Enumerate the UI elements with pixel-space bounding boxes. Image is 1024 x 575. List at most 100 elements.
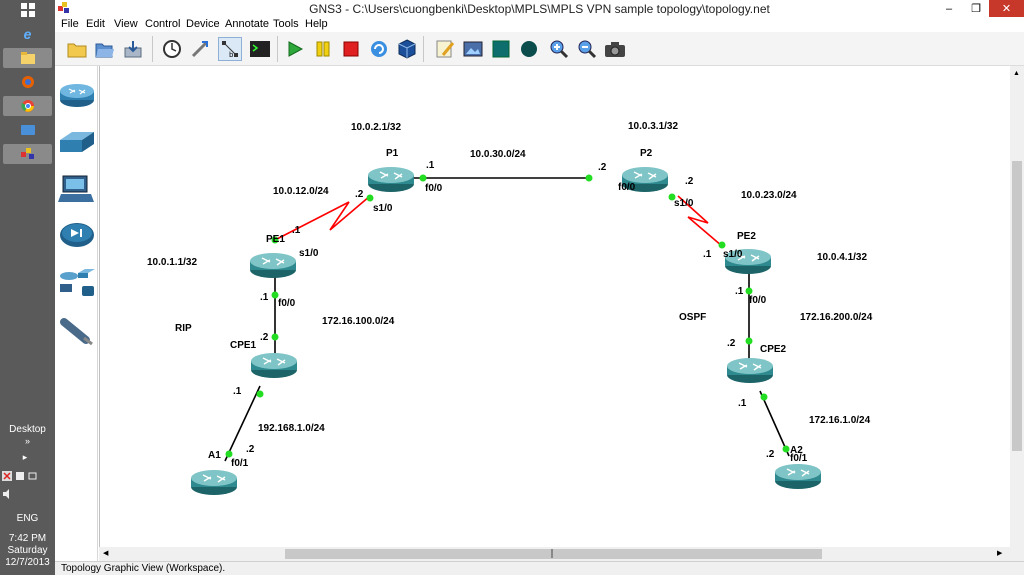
firefox-icon[interactable] xyxy=(3,72,52,92)
gns3-taskbar-icon[interactable] xyxy=(3,144,52,164)
router-cpe2[interactable] xyxy=(725,355,775,385)
start-all-icon[interactable] xyxy=(283,37,307,61)
lang-indicator[interactable]: ENG xyxy=(16,513,39,524)
gns3-window: GNS3 - C:\Users\cuongbenki\Desktop\MPLS\… xyxy=(55,0,1024,575)
label-p2-loopback: 10.0.3.1/32 xyxy=(628,121,679,132)
add-note-icon[interactable] xyxy=(433,37,457,61)
scroll-left-icon[interactable]: ◀ xyxy=(103,550,109,557)
scroll-grip-icon xyxy=(551,549,553,558)
label-pe1-s-dot: .1 xyxy=(292,225,301,236)
label-pe1-p1-network: 10.0.12.0/24 xyxy=(273,186,329,197)
device-name-cpe2: CPE2 xyxy=(760,344,787,355)
keyboard-icon[interactable] xyxy=(3,120,52,140)
console-icon[interactable] xyxy=(248,37,272,61)
security-device-icon[interactable] xyxy=(58,220,96,250)
snapshot-icon[interactable] xyxy=(160,37,184,61)
menu-help[interactable]: Help xyxy=(305,18,328,30)
switch-device-icon[interactable] xyxy=(58,128,96,158)
label-a1-f01: f0/1 xyxy=(231,458,249,469)
suspend-all-icon[interactable] xyxy=(311,37,335,61)
label-cpe1-dot: .2 xyxy=(260,332,269,343)
virtualbox-icon[interactable] xyxy=(395,37,419,61)
label-p2-pe2-network: 10.0.23.0/24 xyxy=(741,190,797,201)
router-p2[interactable] xyxy=(620,164,670,194)
label-pe1-f00: f0/0 xyxy=(278,298,296,309)
label-pe2-cpe2-network: 172.16.200.0/24 xyxy=(800,312,873,323)
vertical-scrollbar[interactable]: ▲ xyxy=(1010,66,1024,561)
horizontal-scrollbar[interactable]: ◀ ▶ xyxy=(99,547,1010,561)
volume-icon[interactable] xyxy=(2,489,12,502)
router-a2[interactable] xyxy=(773,461,823,491)
label-pe2-s-dot: .1 xyxy=(703,249,712,260)
show-interface-labels-icon[interactable]: b xyxy=(218,37,242,61)
svg-text:b: b xyxy=(229,51,234,59)
new-project-icon[interactable] xyxy=(65,37,89,61)
clock-day: Saturday xyxy=(7,545,48,556)
label-p2-f00: f0/0 xyxy=(618,182,636,193)
router-cpe1[interactable] xyxy=(249,350,299,380)
vertical-scroll-thumb[interactable] xyxy=(1012,161,1022,451)
zoom-in-icon[interactable] xyxy=(547,37,571,61)
menu-tools[interactable]: Tools xyxy=(273,18,299,30)
device-name-pe2: PE2 xyxy=(737,231,756,242)
label-pe1-f-dot: .1 xyxy=(260,292,269,303)
flag-icon xyxy=(16,472,24,480)
menu-device[interactable]: Device xyxy=(186,18,220,30)
windows-taskbar: e Desktop » ▸ ENG 7:42 PM Saturday 12/7/… xyxy=(0,0,55,575)
start-icon[interactable] xyxy=(3,0,52,20)
label-a1-dot: .2 xyxy=(246,444,255,455)
tray-arrow-icon[interactable]: ▸ xyxy=(22,452,28,462)
label-p2-s-dot: .2 xyxy=(685,176,694,187)
app-icon[interactable] xyxy=(58,2,70,17)
cloud-device-icon[interactable] xyxy=(58,316,96,346)
menu-view[interactable]: View xyxy=(114,18,138,30)
draw-ellipse-icon[interactable] xyxy=(517,37,541,61)
zoom-out-icon[interactable] xyxy=(575,37,599,61)
minimize-button[interactable]: – xyxy=(945,2,953,15)
window-title: GNS3 - C:\Users\cuongbenki\Desktop\MPLS\… xyxy=(309,2,770,16)
battery-icon xyxy=(28,472,37,480)
label-pe1-loopback: 10.0.1.1/32 xyxy=(147,257,198,268)
host-device-icon[interactable] xyxy=(58,174,96,204)
insert-picture-icon[interactable] xyxy=(461,37,485,61)
desktop-chevron-icon[interactable]: » xyxy=(24,436,30,446)
clock-date: 12/7/2013 xyxy=(5,557,50,568)
all-devices-icon[interactable] xyxy=(58,268,96,298)
menu-file[interactable]: File xyxy=(61,18,79,30)
router-pe1[interactable] xyxy=(248,250,298,280)
stop-all-icon[interactable] xyxy=(339,37,363,61)
router-pe2[interactable] xyxy=(723,246,773,276)
ie-icon[interactable]: e xyxy=(23,26,32,42)
save-project-icon[interactable] xyxy=(121,37,145,61)
topology-workspace[interactable]: P1 P2 PE1 PE2 CPE1 CPE2 A1 A2 10.0.2.1/3… xyxy=(99,66,1024,561)
scroll-up-icon[interactable]: ▲ xyxy=(1013,70,1020,77)
label-p2-s10: s1/0 xyxy=(674,198,694,209)
device-name-pe1: PE1 xyxy=(266,234,285,245)
label-ospf: OSPF xyxy=(679,312,707,323)
clock-time[interactable]: 7:42 PM xyxy=(8,533,47,544)
router-p1[interactable] xyxy=(366,164,416,194)
status-text: Topology Graphic View (Workspace). xyxy=(61,563,226,574)
label-a2-f01: f0/1 xyxy=(790,453,808,464)
router-device-icon[interactable] xyxy=(58,80,96,110)
open-project-icon[interactable] xyxy=(93,37,117,61)
menu-edit[interactable]: Edit xyxy=(86,18,105,30)
label-cpe2-a2-network: 172.16.1.0/24 xyxy=(809,415,871,426)
chrome-icon[interactable] xyxy=(3,96,52,116)
maximize-button[interactable]: ❐ xyxy=(971,3,981,15)
close-button[interactable]: ✕ xyxy=(989,0,1024,17)
draw-rectangle-icon[interactable] xyxy=(489,37,513,61)
desktop-label[interactable]: Desktop xyxy=(9,424,46,435)
device-name-a2: A2 xyxy=(790,445,803,456)
screenshot-camera-icon[interactable] xyxy=(603,37,627,61)
reload-all-icon[interactable] xyxy=(367,37,391,61)
horizontal-scroll-thumb[interactable] xyxy=(285,549,822,559)
add-link-icon[interactable] xyxy=(188,37,212,61)
menu-annotate[interactable]: Annotate xyxy=(225,18,270,30)
explorer-icon[interactable] xyxy=(3,48,52,68)
label-p1-s-dot: .2 xyxy=(355,189,364,200)
scroll-right-icon[interactable]: ▶ xyxy=(997,550,1003,557)
menu-control[interactable]: Control xyxy=(145,18,181,30)
router-a1[interactable] xyxy=(189,467,239,497)
label-pe2-f00: f0/0 xyxy=(749,295,767,306)
